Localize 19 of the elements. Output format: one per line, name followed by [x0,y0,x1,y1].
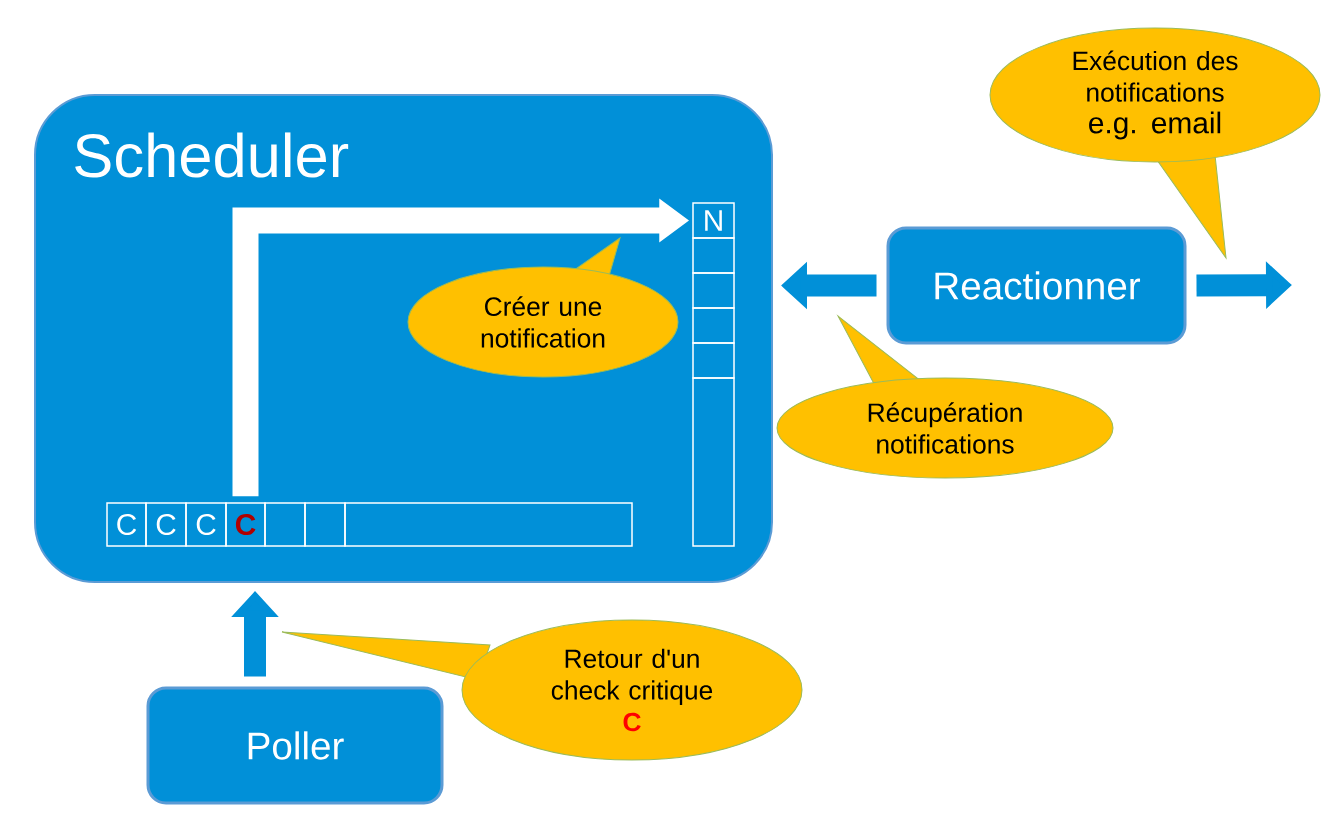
queue-cell [692,377,735,547]
process-box: Reactionner [886,226,1187,345]
queue-cell: N [692,202,735,239]
queue-cell [692,272,735,309]
box-title: Scheduler [75,132,349,178]
queue-cell: C [225,502,266,547]
callout-bubble: Récupération notifications [776,315,1114,479]
callout-bubble: Exécution des notifications e.g. email [989,27,1321,259]
callout-bubble: Créer une notification [407,237,679,378]
queue-cell: C [185,502,227,547]
queue-cell [692,237,735,274]
queue-cell: C [106,502,147,547]
queue-cell [344,502,633,547]
queue-cell: C [145,502,187,547]
queue-cell [304,502,346,547]
process-box: Poller [146,686,444,805]
queue-cell [692,307,735,344]
queue-cell [692,342,735,379]
queue-cell [264,502,306,547]
